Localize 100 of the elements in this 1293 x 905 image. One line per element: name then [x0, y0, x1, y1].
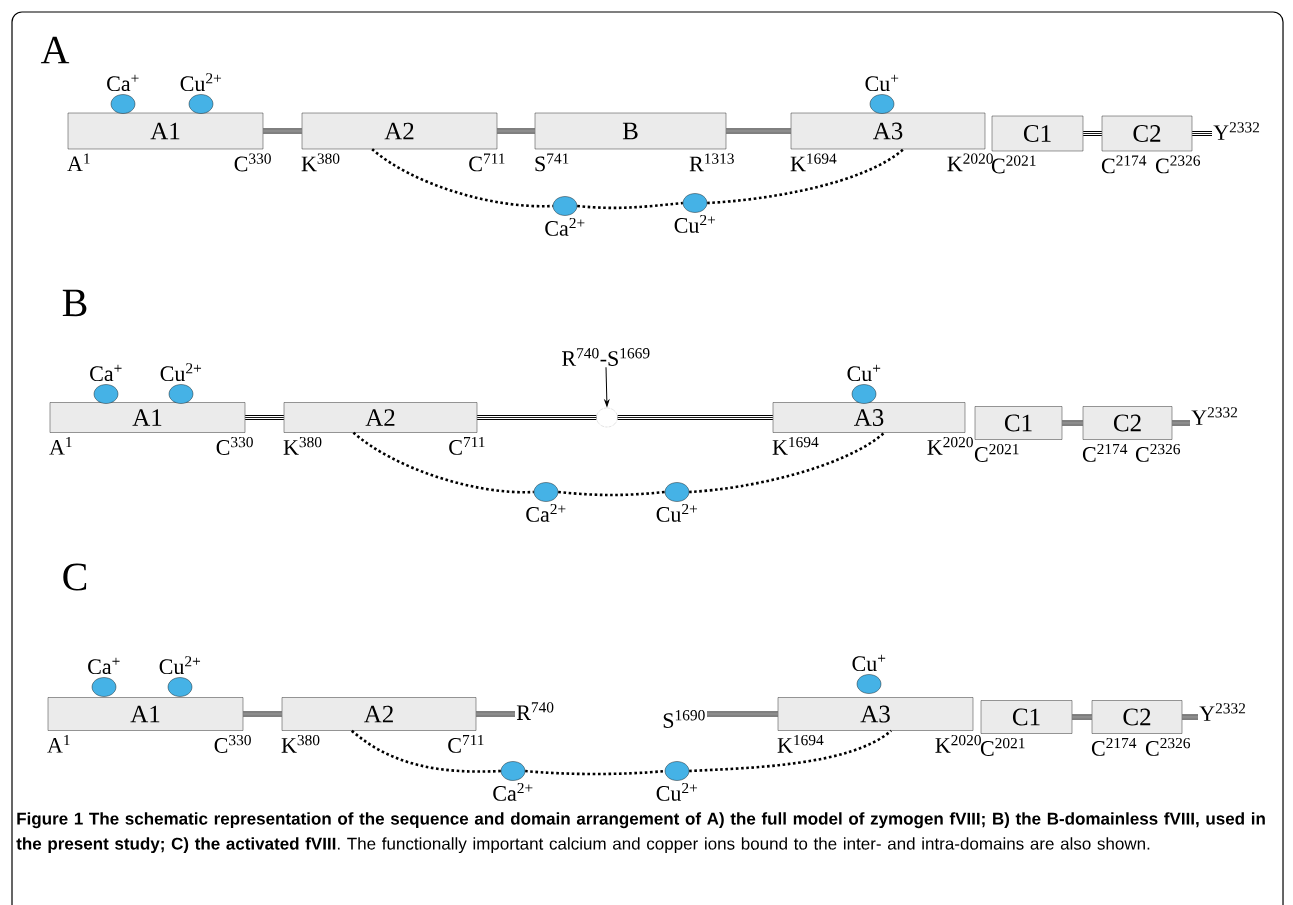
residue-label: A$^{1}$ — [47, 734, 70, 753]
dotted-curve — [525, 769, 665, 776]
ion-label: Cu$^{2+}$ — [160, 363, 202, 382]
residue-label: R$^{1313}$ — [689, 153, 734, 172]
domain-box: C1 — [991, 115, 1084, 152]
ion-circle — [500, 761, 526, 781]
linker-line — [1082, 131, 1103, 136]
residue-label: K$^{1694}$ — [790, 153, 837, 172]
domain-box: A3 — [777, 697, 974, 731]
ion-label: Ca$^{+}$ — [90, 364, 122, 382]
domain-box: A2 — [283, 402, 478, 433]
linker-line — [262, 128, 303, 134]
ion-circle — [851, 384, 877, 404]
residue-label: C$^{2174}$ — [1082, 443, 1128, 462]
residue-label: K$^{2020}$ — [947, 153, 993, 172]
ion-circle — [533, 482, 559, 502]
domain-box: A1 — [67, 112, 264, 150]
ion-label: Cu$^{2+}$ — [674, 214, 716, 233]
linker-line — [706, 711, 779, 717]
residue-label: C$^{711}$ — [469, 153, 505, 172]
domain-box: A2 — [301, 112, 498, 150]
linker-line — [1171, 420, 1191, 426]
dotted-curve — [352, 431, 534, 494]
residue-label: Y$^{2332}$ — [1213, 122, 1260, 140]
domain-box: B — [534, 112, 727, 150]
domain-box: C2 — [1091, 700, 1183, 734]
ion-circle — [167, 677, 193, 697]
ion-circle — [168, 384, 194, 404]
residue-label: K$^{380}$ — [283, 436, 322, 455]
residue-label: S$^{1690}$ — [663, 710, 705, 728]
panel-letter: C — [63, 563, 87, 591]
residue-label: K$^{2020}$ — [927, 436, 973, 455]
linker-line — [1181, 714, 1199, 720]
residue-label: S$^{741}$ — [535, 153, 569, 172]
residue-label: K$^{1694}$ — [772, 436, 819, 455]
linker-line — [1191, 131, 1213, 136]
ion-circle — [664, 482, 690, 502]
linker-line — [725, 128, 792, 134]
linker-line — [496, 128, 536, 134]
residue-label: R$^{740}$ — [516, 702, 554, 720]
dotted-curve — [707, 148, 905, 205]
cleavage-site-label: R$^{740}$-S$^{1669}$ — [562, 348, 650, 366]
linker-line — [1061, 420, 1084, 426]
dotted-curve — [577, 201, 683, 210]
dotted-curve — [371, 148, 553, 208]
residue-label: C$^{2021}$ — [980, 737, 1025, 756]
ion-circle — [93, 384, 119, 404]
residue-label: Y$^{2332}$ — [1191, 407, 1238, 425]
residue-label: C$^{2021}$ — [974, 443, 1019, 462]
ion-label: Ca$^{+}$ — [107, 74, 139, 92]
residue-label: C$^{711}$ — [449, 436, 485, 455]
residue-label: K$^{380}$ — [281, 734, 320, 753]
caption: Figure 1 The schematic representation of the sequence and domain arrangement of A) the full model of zymogen fVIII; B) the B-domainless fVIII, used in the present study; C) the activated fVIII. The functionally important calcium and copper ions bound to the inter- and intra-domains are also shown. — [16, 812, 1265, 854]
arrow — [604, 366, 610, 407]
cleavage-site-circle — [596, 407, 618, 428]
dotted-curve — [350, 729, 501, 773]
residue-label: K$^{1694}$ — [777, 734, 824, 753]
residue-label: C$^{2174}$ — [1101, 155, 1147, 174]
residue-label: C$^{2326}$ — [1135, 443, 1181, 462]
ion-label: Ca$^{+}$ — [88, 657, 120, 675]
panel-letter: B — [62, 289, 87, 317]
residue-label: A$^{1}$ — [49, 436, 72, 455]
ion-label: Ca$^{2+}$ — [493, 782, 533, 801]
ion-circle — [856, 674, 882, 694]
ion-label: Cu$^{+}$ — [865, 74, 899, 92]
domain-box: C1 — [980, 700, 1073, 734]
domain-box: A1 — [49, 402, 246, 433]
ion-circle — [188, 94, 214, 114]
ion-label: Cu$^{+}$ — [852, 654, 886, 672]
linker-line — [244, 415, 285, 420]
residue-label: K$^{380}$ — [301, 153, 340, 172]
domain-box: A3 — [772, 402, 966, 433]
residue-label: Y$^{2332}$ — [1199, 703, 1246, 721]
dotted-curve — [689, 729, 892, 773]
ion-label: Ca$^{2+}$ — [526, 503, 566, 522]
residue-label: C$^{2174}$ — [1091, 737, 1137, 756]
domain-box: C1 — [974, 406, 1063, 440]
ion-circle — [682, 193, 708, 213]
linker-line — [1071, 714, 1093, 720]
domain-box: A2 — [281, 697, 477, 731]
ion-circle — [664, 761, 690, 781]
residue-label: C$^{2326}$ — [1145, 737, 1191, 756]
ion-circle — [552, 196, 578, 216]
dotted-curve — [558, 490, 665, 497]
dotted-curve — [689, 431, 886, 494]
ion-label: Cu$^{2+}$ — [656, 503, 698, 522]
ion-label: Cu$^{2+}$ — [180, 73, 222, 92]
panel-letter: A — [40, 36, 70, 64]
linker-line — [476, 415, 597, 420]
domain-box: A3 — [790, 112, 986, 150]
residue-label: A$^{1}$ — [67, 153, 90, 172]
domain-box: C2 — [1082, 406, 1173, 440]
domain-box: C2 — [1101, 115, 1193, 152]
ion-label: Cu$^{+}$ — [847, 364, 881, 382]
ion-circle — [869, 94, 895, 114]
residue-label: C$^{330}$ — [214, 734, 251, 753]
domain-box: A1 — [47, 697, 244, 731]
residue-label: C$^{711}$ — [448, 734, 484, 753]
ion-label: Cu$^{2+}$ — [656, 782, 698, 801]
linker-line — [617, 415, 774, 420]
